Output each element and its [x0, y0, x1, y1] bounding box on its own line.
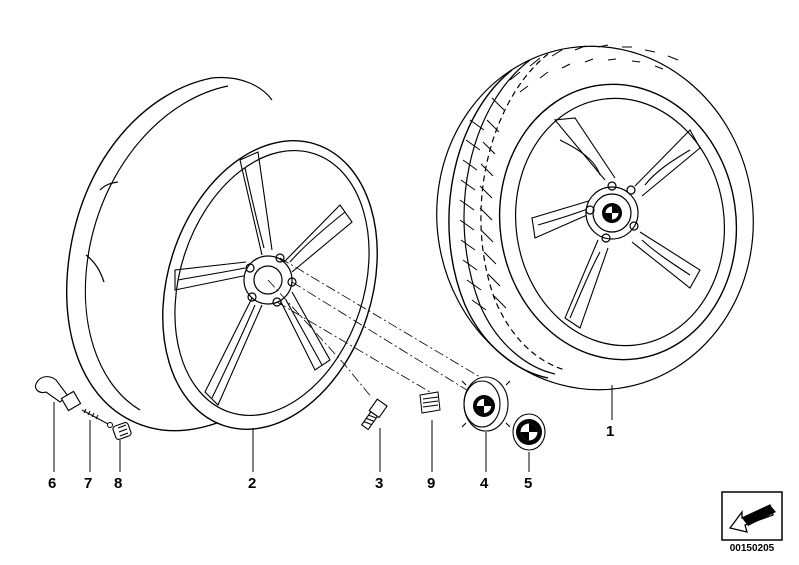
callout-8[interactable]: 8: [114, 475, 123, 492]
callout-5[interactable]: 5: [524, 475, 533, 492]
valve-insert[interactable]: [81, 408, 113, 428]
balance-weight[interactable]: [419, 391, 441, 414]
callout-6[interactable]: 6: [48, 475, 57, 492]
wheel-bolt[interactable]: [360, 398, 388, 431]
callout-2[interactable]: 2: [248, 475, 257, 492]
bmw-logo-icon: [473, 395, 495, 417]
callout-7[interactable]: 7: [84, 475, 93, 492]
callout-1[interactable]: 1: [606, 423, 615, 440]
callout-4[interactable]: 4: [480, 475, 489, 492]
leader-lines: [53, 385, 613, 472]
bmw-logo-icon: [516, 419, 542, 445]
bmw-logo-icon: [602, 203, 622, 223]
callout-9[interactable]: 9: [427, 475, 436, 492]
return-arrow-icon[interactable]: [721, 491, 783, 541]
diagram-id: 00150205: [729, 543, 775, 554]
tyre-wheel-assembly[interactable]: [415, 26, 776, 411]
light-alloy-rim[interactable]: [66, 76, 413, 458]
explosion-lines: [267, 257, 486, 399]
callout-3[interactable]: 3: [375, 475, 384, 492]
valve-cap[interactable]: [112, 421, 132, 441]
valve[interactable]: [35, 376, 82, 412]
